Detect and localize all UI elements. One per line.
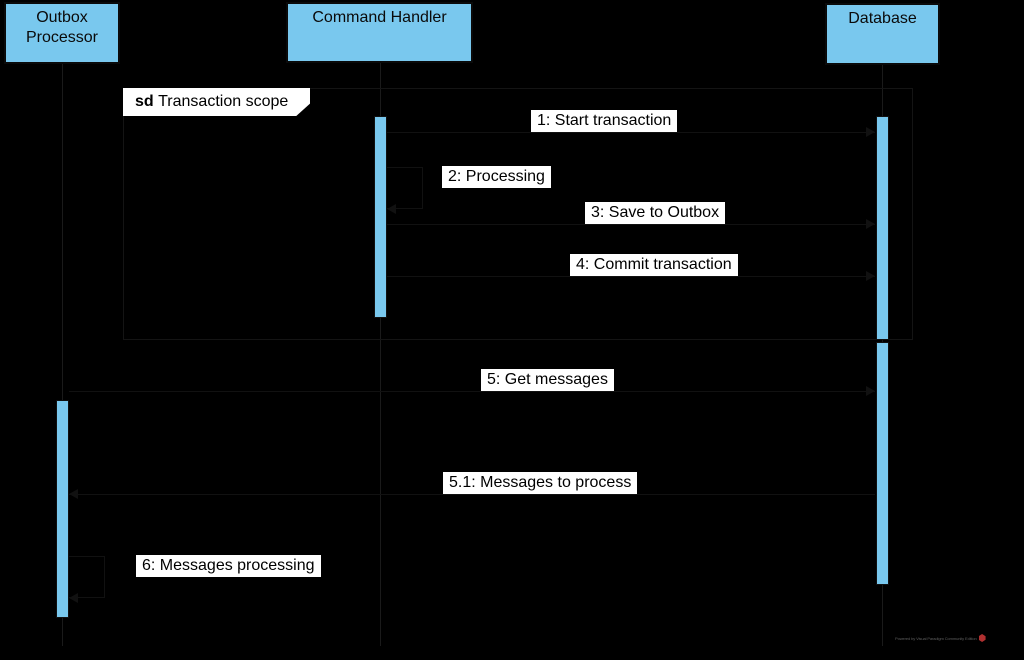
message-arrow-line-5-1 [69, 494, 875, 495]
participant-database[interactable]: Database [825, 3, 940, 65]
message-arrow-head-5 [866, 386, 875, 396]
message-label-6: 6: Messages processing [136, 555, 321, 577]
activation-database-upper [876, 116, 889, 340]
lifeline-command-handler [380, 63, 381, 646]
message-arrow-line-5 [69, 391, 875, 392]
message-label-5-1: 5.1: Messages to process [443, 472, 638, 494]
message-label-1: 1: Start transaction [531, 110, 678, 132]
activation-outbox-processor [56, 400, 69, 618]
message-arrow-head-5-1 [69, 489, 78, 499]
message-arrow-line-1 [387, 132, 875, 133]
message-arrow-head-1 [866, 127, 875, 137]
message-arrow-head-3 [866, 219, 875, 229]
fragment-label-transaction-scope: sd Transaction scope [123, 88, 310, 116]
watermark-logo-icon [978, 634, 986, 642]
fragment-operator: sd [135, 93, 154, 110]
message-arrow-head-6 [69, 593, 78, 603]
watermark: Powered by Visual Paradigm Community Edi… [895, 634, 986, 642]
message-self-loop-2 [387, 167, 423, 209]
message-arrow-line-4 [387, 276, 875, 277]
watermark-text: Powered by Visual Paradigm Community Edi… [895, 635, 977, 641]
fragment-transaction-scope-frame [123, 88, 913, 340]
participant-outbox-processor[interactable]: Outbox Processor [4, 2, 120, 64]
message-self-loop-6 [69, 556, 105, 598]
message-label-2: 2: Processing [442, 166, 551, 188]
lifeline-outbox-processor [62, 64, 63, 646]
activation-command-handler [374, 116, 387, 318]
message-arrow-line-3 [387, 224, 875, 225]
message-label-3: 3: Save to Outbox [585, 202, 726, 224]
message-label-5: 5: Get messages [481, 369, 614, 391]
message-label-4: 4: Commit transaction [570, 254, 738, 276]
fragment-name: Transaction scope [158, 93, 289, 110]
message-arrow-head-4 [866, 271, 875, 281]
participant-command-handler[interactable]: Command Handler [286, 2, 473, 63]
activation-database-lower [876, 342, 889, 585]
message-arrow-head-2 [387, 204, 396, 214]
